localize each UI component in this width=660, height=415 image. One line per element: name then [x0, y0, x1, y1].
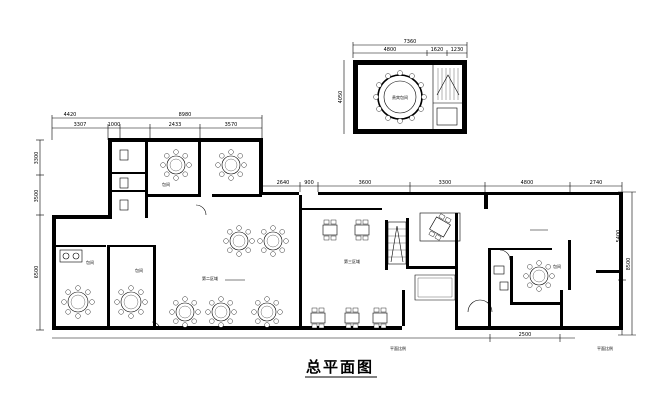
dim-mid-c: 3600	[359, 180, 372, 186]
drawing-title: 总平面图	[306, 358, 374, 376]
square-table	[344, 307, 360, 329]
round-table	[215, 149, 247, 181]
square-table	[354, 219, 370, 241]
square-table	[322, 219, 338, 241]
dim-mid-a: 2640	[277, 180, 290, 186]
dim-mid-d: 3300	[439, 180, 452, 186]
dim-top-b: 3307	[74, 122, 87, 128]
interior-walls	[56, 142, 620, 326]
hall-1-label: 第二区域	[202, 275, 218, 281]
hall-2-label: 第三区域	[344, 258, 360, 264]
angled-private-table	[419, 212, 461, 242]
round-table	[523, 260, 555, 292]
scale-note-corner: 平面比例	[597, 345, 613, 351]
main-dims-middle: 2640 900 3600 3300 4800 2740	[261, 180, 623, 192]
main-stair	[387, 221, 407, 265]
round-table	[257, 225, 289, 257]
doors	[151, 204, 511, 331]
inset-dim-right: 1230	[451, 47, 464, 53]
dim-left-c: 6500	[34, 266, 40, 279]
round-table	[169, 296, 201, 328]
round-table	[61, 285, 95, 319]
square-tables	[310, 219, 388, 329]
dim-top-e: 3570	[225, 122, 238, 128]
square-table	[372, 307, 388, 329]
vip-round-table	[373, 70, 427, 124]
round-table	[223, 225, 255, 257]
exterior-walls	[52, 138, 623, 330]
dim-top-total: 8980	[179, 112, 192, 118]
dim-top-d: 2433	[169, 122, 182, 128]
round-table	[251, 296, 283, 328]
dim-mid-b: 900	[304, 180, 314, 186]
inset-stair	[436, 68, 460, 100]
private-room-3-label: 包间	[135, 267, 143, 273]
kitchen-fixture	[59, 249, 83, 263]
toilet-fixtures	[119, 149, 509, 291]
inset-dim-left: 4800	[384, 47, 397, 53]
round-tables	[61, 149, 555, 328]
round-table	[160, 149, 192, 181]
main-plan: 8980 4420 3307 1000 2433 3570 2640 900 3…	[34, 112, 636, 342]
private-room-2-label: 包间	[86, 259, 94, 265]
vip-room-label: 贵宾包间	[392, 94, 408, 100]
inset-dim-mid: 1620	[431, 47, 444, 53]
dim-right-b: 8500	[626, 258, 632, 271]
inset-dim-left-side: 4050	[338, 91, 344, 104]
private-room-4-label: 包间	[553, 263, 561, 269]
main-dims-bottom: 2500	[52, 332, 575, 342]
main-dims-top: 8980 4420 3307 1000 2433 3570	[51, 112, 263, 140]
dim-mid-f: 2740	[590, 180, 603, 186]
dim-mid-e: 4800	[521, 180, 534, 186]
dim-top-a: 4420	[64, 112, 77, 118]
inset-dim-total: 7360	[404, 39, 417, 45]
private-room-1-label: 包间	[162, 181, 170, 187]
dim-left-a: 3300	[34, 152, 40, 165]
main-dims-left: 3300 3500 6500	[34, 139, 44, 331]
round-table	[205, 296, 237, 328]
dim-top-c: 1000	[108, 122, 121, 128]
dim-left-b: 3500	[34, 190, 40, 203]
bar-counter	[414, 274, 456, 301]
dim-bottom-a: 2500	[519, 332, 532, 338]
round-table	[114, 285, 148, 319]
square-table	[310, 307, 326, 329]
inset-plan: 贵宾包间 7360 4800 1620 1230 4050	[338, 39, 468, 134]
scale-note-main: 平面比例	[390, 345, 406, 351]
